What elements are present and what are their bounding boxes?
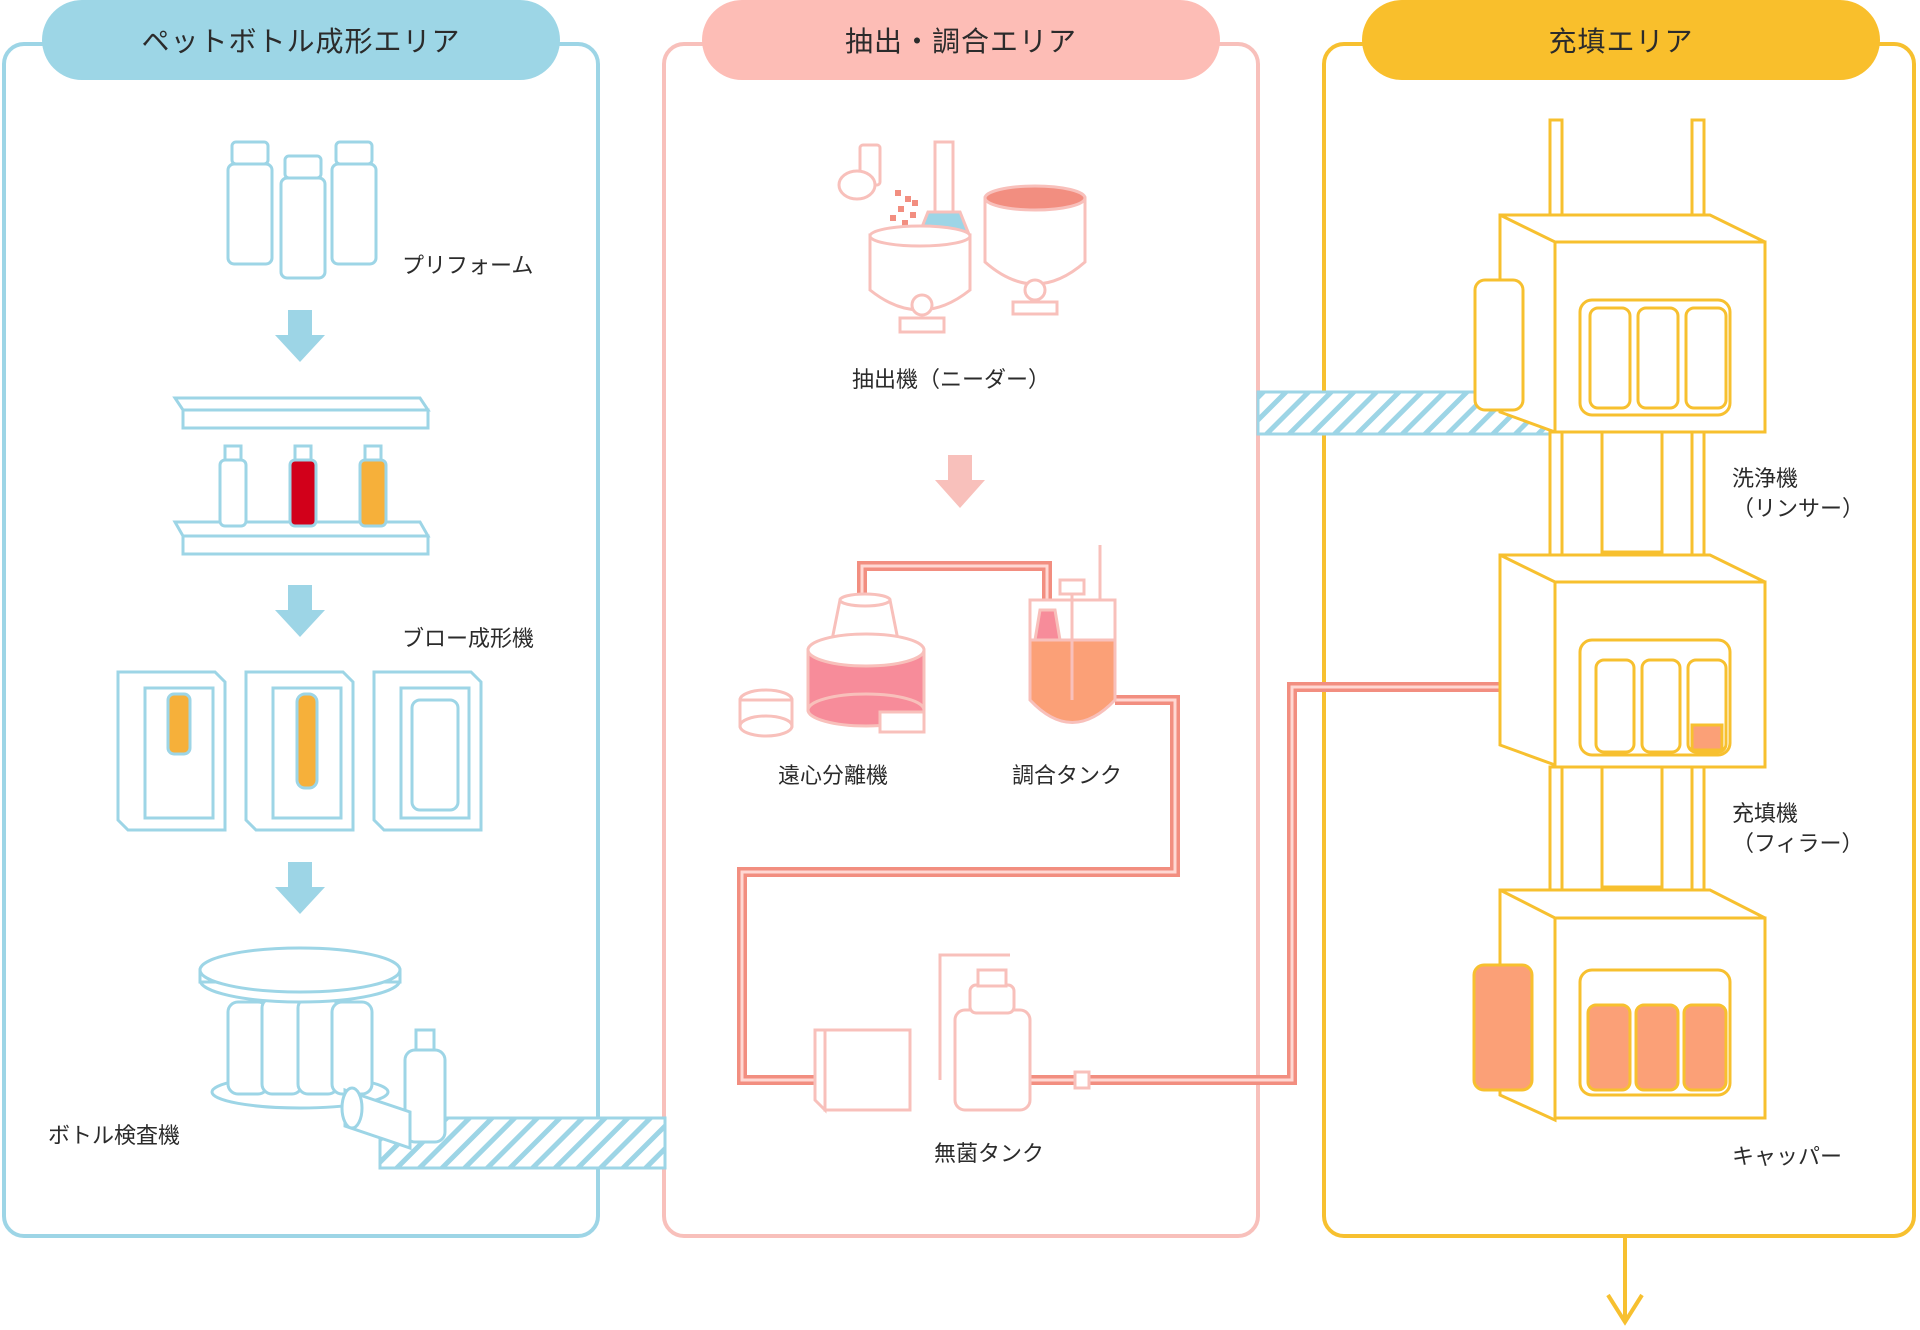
filler-label-line2: （フィラー） [1732, 831, 1864, 857]
blending-tank-label: 調合タンク [1012, 764, 1123, 789]
blending-tank-icon [1028, 545, 1117, 724]
rinser-icon [1473, 118, 1767, 435]
arrow-icon [935, 455, 985, 508]
rinser-label-line1: 洗浄機 [1732, 467, 1799, 492]
extractor-icon [837, 140, 1087, 334]
capper-icon [1472, 765, 1767, 1123]
bottle-inspector-icon [198, 946, 447, 1151]
rinser-label: 洗浄機 （リンサー） [1732, 465, 1864, 524]
extraction-area-title: 抽出・調合エリア [702, 0, 1220, 80]
extractor-label: 抽出機（ニーダー） [852, 368, 1051, 393]
blow-mold-stages-icon [116, 670, 483, 832]
filler-label-line1: 充填機 [1732, 802, 1799, 827]
filler-icon [1498, 430, 1767, 769]
blow-molder-press-icon [172, 396, 431, 556]
blow-molder-label: ブロー成形機 [402, 627, 535, 652]
output-arrow-icon [1606, 1238, 1644, 1326]
centrifuge-icon [738, 592, 926, 738]
bottle-forming-area-title: ペットボトル成形エリア [42, 0, 560, 80]
arrow-icon [275, 310, 325, 914]
bottle-inspector-label: ボトル検査機 [48, 1124, 181, 1149]
filling-area-title: 充填エリア [1362, 0, 1880, 80]
rinser-label-line2: （リンサー） [1732, 496, 1865, 522]
preform-icon [226, 140, 378, 280]
sterile-tank-label: 無菌タンク [934, 1142, 1045, 1167]
preform-label: プリフォーム [402, 254, 534, 279]
sterile-tank-icon [813, 953, 1091, 1114]
filler-label: 充填機 （フィラー） [1732, 800, 1864, 859]
centrifuge-label: 遠心分離機 [778, 764, 889, 789]
capper-label: キャッパー [1732, 1145, 1843, 1170]
